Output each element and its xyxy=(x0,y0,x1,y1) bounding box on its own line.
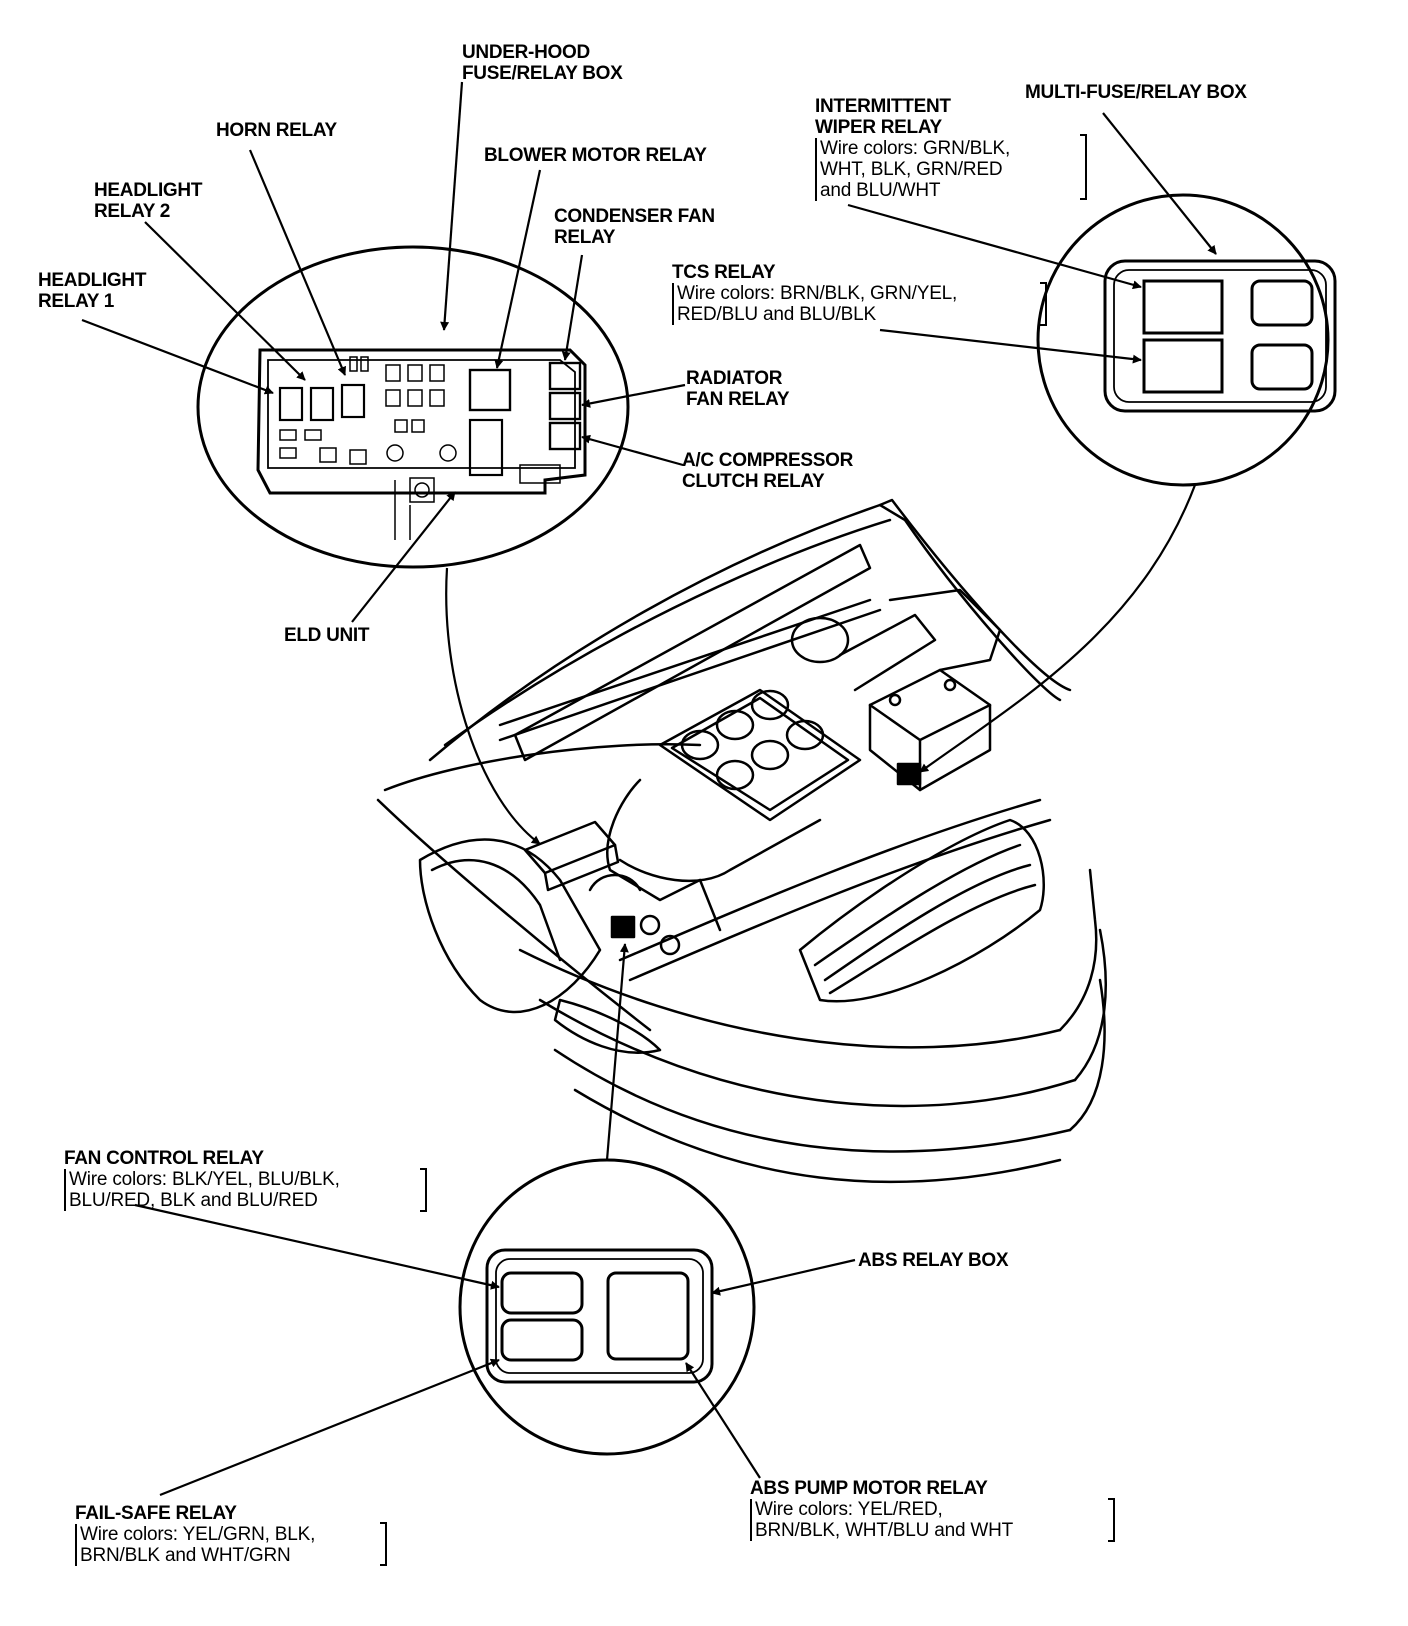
wire-colors-text: BRN/BLK, WHT/BLU and WHT xyxy=(755,1520,1014,1541)
label-fail-safe-relay: FAIL-SAFE RELAY Wire colors: YEL/GRN, BL… xyxy=(75,1503,315,1566)
label-blower-motor-relay: BLOWER MOTOR RELAY xyxy=(484,145,707,166)
label-text: CLUTCH RELAY xyxy=(682,471,825,492)
leader-condenser-fan-relay xyxy=(561,254,584,361)
leader-abs-pump-motor-relay xyxy=(685,1362,761,1479)
label-intermittent-wiper-relay: INTERMITTENT WIPER RELAY Wire colors: GR… xyxy=(815,96,1010,201)
label-fan-control-relay: FAN CONTROL RELAY Wire colors: BLK/YEL, … xyxy=(64,1148,340,1211)
leader-radiator-fan-relay xyxy=(581,383,686,408)
bracket-right xyxy=(1040,282,1047,326)
label-text: ABS RELAY BOX xyxy=(858,1250,1009,1271)
label-tcs-relay: TCS RELAY Wire colors: BRN/BLK, GRN/YEL,… xyxy=(672,262,957,325)
car-front-drawing xyxy=(376,498,1107,1184)
leader-fail-safe-relay xyxy=(159,1358,500,1497)
leader-wiper-relay xyxy=(847,203,1142,290)
leader-under-hood-box xyxy=(440,81,464,331)
abs-relay-box-detail xyxy=(458,1158,756,1456)
leader-fan-control-relay xyxy=(134,1203,500,1290)
label-text: HORN RELAY xyxy=(216,120,337,141)
label-ac-compressor-clutch-relay: A/C COMPRESSOR CLUTCH RELAY xyxy=(682,450,853,492)
label-under-hood-fuse-relay-box: UNDER-HOOD FUSE/RELAY BOX xyxy=(462,42,623,84)
label-text: WIPER RELAY xyxy=(815,117,942,138)
label-text: RELAY 2 xyxy=(94,201,171,222)
label-text: FAN CONTROL RELAY xyxy=(64,1148,264,1169)
bracket-right xyxy=(1080,134,1087,200)
bracket-right xyxy=(1108,1498,1115,1542)
label-text: HEADLIGHT xyxy=(94,180,203,201)
wire-colors-text: Wire colors: BRN/BLK, GRN/YEL, xyxy=(677,283,958,304)
label-text: ELD UNIT xyxy=(284,625,370,646)
leader-multi-fuse-to-car xyxy=(919,484,1197,773)
label-condenser-fan-relay: CONDENSER FAN RELAY xyxy=(554,206,715,248)
wire-colors-text: BRN/BLK and WHT/GRN xyxy=(80,1545,291,1566)
leader-under-hood-to-car xyxy=(445,567,541,845)
label-headlight-relay-1: HEADLIGHT RELAY 1 xyxy=(38,270,146,312)
label-text: TCS RELAY xyxy=(672,262,776,283)
wire-colors-text: Wire colors: GRN/BLK, xyxy=(820,138,1011,159)
leader-multi-fuse-box xyxy=(1102,112,1217,255)
label-eld-unit: ELD UNIT xyxy=(284,625,370,646)
label-horn-relay: HORN RELAY xyxy=(216,120,337,141)
multi-fuse-relay-box-detail xyxy=(1036,193,1337,487)
label-text: RELAY xyxy=(554,227,616,248)
leader-abs-box-to-car xyxy=(605,943,629,1161)
leader-ac-compressor-relay xyxy=(581,434,684,467)
leader-abs-relay-box xyxy=(711,1258,856,1296)
label-text: CONDENSER FAN xyxy=(554,206,715,227)
label-text: BLOWER MOTOR RELAY xyxy=(484,145,707,166)
leader-lines xyxy=(81,81,1217,1497)
wire-colors-text: Wire colors: BLK/YEL, BLU/BLK, xyxy=(69,1169,340,1190)
label-abs-relay-box: ABS RELAY BOX xyxy=(858,1250,1009,1271)
label-text: A/C COMPRESSOR xyxy=(682,450,854,471)
label-radiator-fan-relay: RADIATOR FAN RELAY xyxy=(686,368,790,410)
leader-horn-relay xyxy=(248,149,347,376)
wire-colors-text: WHT, BLK, GRN/RED xyxy=(820,159,1003,180)
leader-blower-motor-relay xyxy=(494,169,542,369)
wire-colors-text: BLU/RED, BLK and BLU/RED xyxy=(69,1190,318,1211)
label-text: MULTI-FUSE/RELAY BOX xyxy=(1025,82,1247,103)
label-headlight-relay-2: HEADLIGHT RELAY 2 xyxy=(94,180,202,222)
label-text: RADIATOR xyxy=(686,368,783,389)
under-hood-fuse-relay-box-detail xyxy=(196,245,630,569)
label-text: ABS PUMP MOTOR RELAY xyxy=(750,1478,988,1499)
wire-colors-text: RED/BLU and BLU/BLK xyxy=(677,304,876,325)
label-abs-pump-motor-relay: ABS PUMP MOTOR RELAY Wire colors: YEL/RE… xyxy=(750,1478,1013,1541)
wire-colors-text: Wire colors: YEL/GRN, BLK, xyxy=(80,1524,316,1545)
bracket-right xyxy=(420,1168,427,1212)
label-text: FAIL-SAFE RELAY xyxy=(75,1503,237,1524)
label-text: UNDER-HOOD xyxy=(462,42,590,63)
label-text: HEADLIGHT xyxy=(38,270,147,291)
label-text: RELAY 1 xyxy=(38,291,115,312)
leader-headlight-relay-2 xyxy=(144,221,306,381)
label-text: FUSE/RELAY BOX xyxy=(462,63,623,84)
leader-headlight-relay-1 xyxy=(81,318,274,395)
label-text: INTERMITTENT xyxy=(815,96,951,117)
wire-colors-text: and BLU/WHT xyxy=(820,180,941,201)
bracket-right xyxy=(380,1522,387,1566)
label-multi-fuse-relay-box: MULTI-FUSE/RELAY BOX xyxy=(1025,82,1247,103)
leader-tcs-relay xyxy=(879,328,1142,364)
leader-eld-unit xyxy=(351,491,456,623)
label-text: FAN RELAY xyxy=(686,389,790,410)
wire-colors-text: Wire colors: YEL/RED, xyxy=(755,1499,943,1520)
